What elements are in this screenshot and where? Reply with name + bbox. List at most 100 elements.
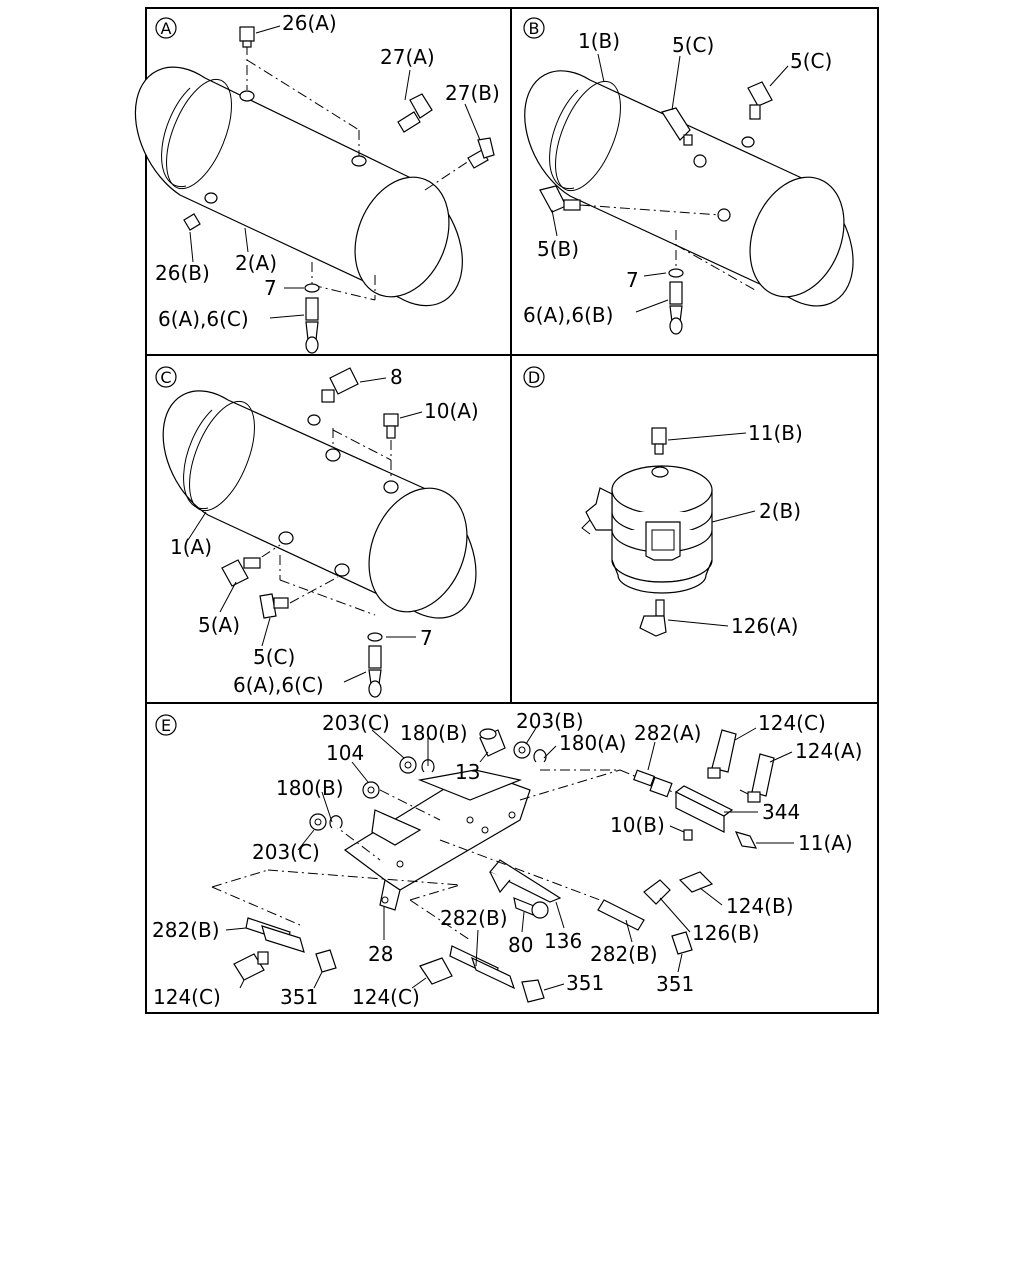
nut-104 [362, 781, 380, 799]
label-180a: 180(A) [559, 731, 626, 755]
bracket-28 [343, 769, 531, 911]
label-282a: 282(A) [634, 721, 701, 745]
label-351-mid: 351 [566, 971, 604, 995]
air-tank-c [162, 390, 477, 619]
label-203c-top: 203(C) [322, 711, 390, 735]
label-2b: 2(B) [759, 499, 801, 523]
elbow-5c-right [747, 81, 773, 120]
connector-282b-right [597, 899, 645, 931]
air-tank-a [134, 66, 463, 307]
label-7-a: 7 [264, 276, 277, 300]
nut-203c-top [399, 756, 417, 774]
sensor-124c-left [233, 951, 269, 981]
label-136: 136 [544, 929, 582, 953]
elbow-5c-c [259, 593, 289, 619]
fitting-351-right [671, 931, 693, 955]
drain-valve-6-b [669, 281, 683, 335]
elbow-126b [643, 879, 671, 905]
label-124c-mid: 124(C) [352, 985, 420, 1009]
label-13: 13 [455, 760, 480, 784]
plug-10a [383, 413, 399, 439]
drain-valve-6-c [368, 645, 382, 698]
label-124c-top: 124(C) [758, 711, 826, 735]
panel-a-leaders [189, 25, 481, 319]
washer-7-b [668, 268, 684, 278]
panel-a-letter: A [161, 19, 172, 38]
plug-26a [239, 26, 255, 48]
label-10b: 10(B) [610, 813, 665, 837]
panel-e: E [152, 709, 862, 1009]
label-7-c: 7 [420, 626, 433, 650]
panel-d-leaders [667, 432, 756, 627]
drain-valve-6-a [305, 297, 319, 354]
elbow-27a [397, 93, 433, 133]
panel-b: B [523, 17, 854, 335]
label-6ab-b: 6(A),6(B) [523, 303, 613, 327]
air-dryer-2b [581, 465, 713, 594]
label-10a: 10(A) [424, 399, 479, 423]
label-126b: 126(B) [692, 921, 760, 945]
label-282b-mid: 282(B) [440, 906, 508, 930]
plug-10b [683, 829, 693, 841]
label-8: 8 [390, 365, 403, 389]
diagram-frame [145, 7, 879, 1014]
panel-d-marker: D [523, 366, 545, 388]
label-11b: 11(B) [748, 421, 803, 445]
connector-5a [221, 557, 261, 587]
label-5c-c: 5(C) [253, 645, 295, 669]
label-124a: 124(A) [795, 739, 862, 763]
connector-282a [633, 769, 673, 798]
washer-180a [533, 749, 547, 763]
label-203c-left: 203(C) [252, 840, 320, 864]
panel-e-marker: E [155, 714, 177, 736]
sensor-124c-top [707, 729, 737, 779]
label-1a: 1(A) [170, 535, 212, 559]
label-126a: 126(A) [731, 614, 798, 638]
nut-203b [513, 741, 531, 759]
plug-26b [183, 213, 201, 231]
fitting-351-mid [521, 979, 545, 1003]
panel-c-leaders [187, 377, 423, 683]
air-tank-b [524, 70, 854, 307]
spacer-13 [479, 728, 506, 757]
bracket-136 [489, 859, 562, 903]
label-5c-left: 5(C) [672, 33, 714, 57]
elbow-5c-left [661, 107, 693, 146]
label-282b-left: 282(B) [152, 918, 220, 942]
sensor-124a [747, 753, 775, 803]
washer-7-a [304, 283, 320, 293]
label-282b-right: 282(B) [590, 942, 658, 966]
connector-282b-left [245, 917, 305, 953]
nut-203c-left [309, 813, 327, 831]
label-28: 28 [368, 942, 393, 966]
label-27a: 27(A) [380, 45, 435, 69]
panel-b-letter: B [529, 19, 540, 38]
label-5a: 5(A) [198, 613, 240, 637]
label-27b: 27(B) [445, 81, 500, 105]
label-344: 344 [762, 800, 800, 824]
label-124b: 124(B) [726, 894, 794, 918]
label-351-right: 351 [656, 972, 694, 996]
label-26b: 26(B) [155, 261, 210, 285]
label-5c-right: 5(C) [790, 49, 832, 73]
label-351-left: 351 [280, 985, 318, 1009]
panel-c-letter: C [160, 368, 171, 387]
label-2a: 2(A) [235, 251, 277, 275]
panel-e-letter: E [161, 716, 171, 735]
sensor-124c-mid [419, 957, 453, 985]
label-80: 80 [508, 933, 533, 957]
label-1b: 1(B) [578, 29, 620, 53]
label-180b-left: 180(B) [276, 776, 344, 800]
bolt-80 [513, 897, 549, 919]
washer-180b-left [329, 815, 343, 829]
connector-5b [539, 185, 581, 213]
fitting-11a [734, 831, 758, 849]
washer-7-c [367, 632, 383, 642]
label-26a: 26(A) [282, 11, 337, 35]
elbow-27b [467, 137, 495, 169]
panel-c: C [155, 365, 479, 698]
connector-282b-mid [449, 945, 516, 990]
label-124c-left: 124(C) [153, 985, 221, 1009]
label-180b-top: 180(B) [400, 721, 468, 745]
